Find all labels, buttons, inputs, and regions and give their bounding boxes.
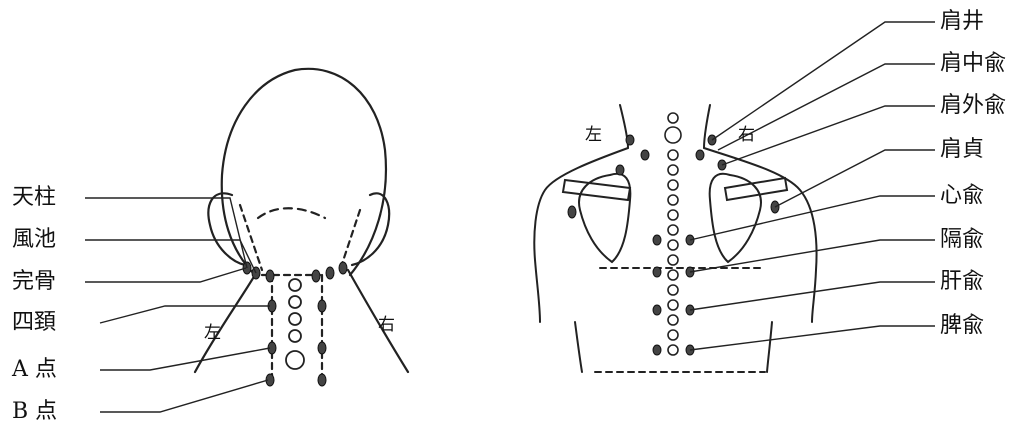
label-kensei: 肩井 [940,10,984,34]
back-left-side-marker: 左 [585,120,602,145]
label-fuchi: 風池 [12,228,56,252]
right-side-marker: 右 [378,310,395,335]
label-hiyu: 脾兪 [940,314,984,338]
back-right-side-marker: 右 [738,120,755,145]
label-shikei: 四頚 [12,311,56,335]
label-a-point: A 点 [12,358,57,382]
label-kankotsu: 完骨 [12,270,56,294]
cervical-vertebrae [286,279,304,369]
hairline [258,208,325,218]
left-side-marker: 左 [204,318,221,343]
label-kanyu: 肝兪 [940,270,984,294]
label-kentei: 肩貞 [940,138,984,162]
label-shinyu: 心兪 [940,184,984,208]
leader-lines-right [690,22,935,350]
label-kengaiyu: 肩外兪 [940,94,1006,118]
spine-vertebrae [665,113,681,355]
leader-lines-left [85,198,270,412]
label-tenchu: 天柱 [12,186,56,210]
label-kenchuyu: 肩中兪 [940,52,1006,76]
label-b-point: B 点 [12,400,57,424]
label-kakuyu: 隔兪 [940,228,984,252]
head-outline [222,69,386,275]
